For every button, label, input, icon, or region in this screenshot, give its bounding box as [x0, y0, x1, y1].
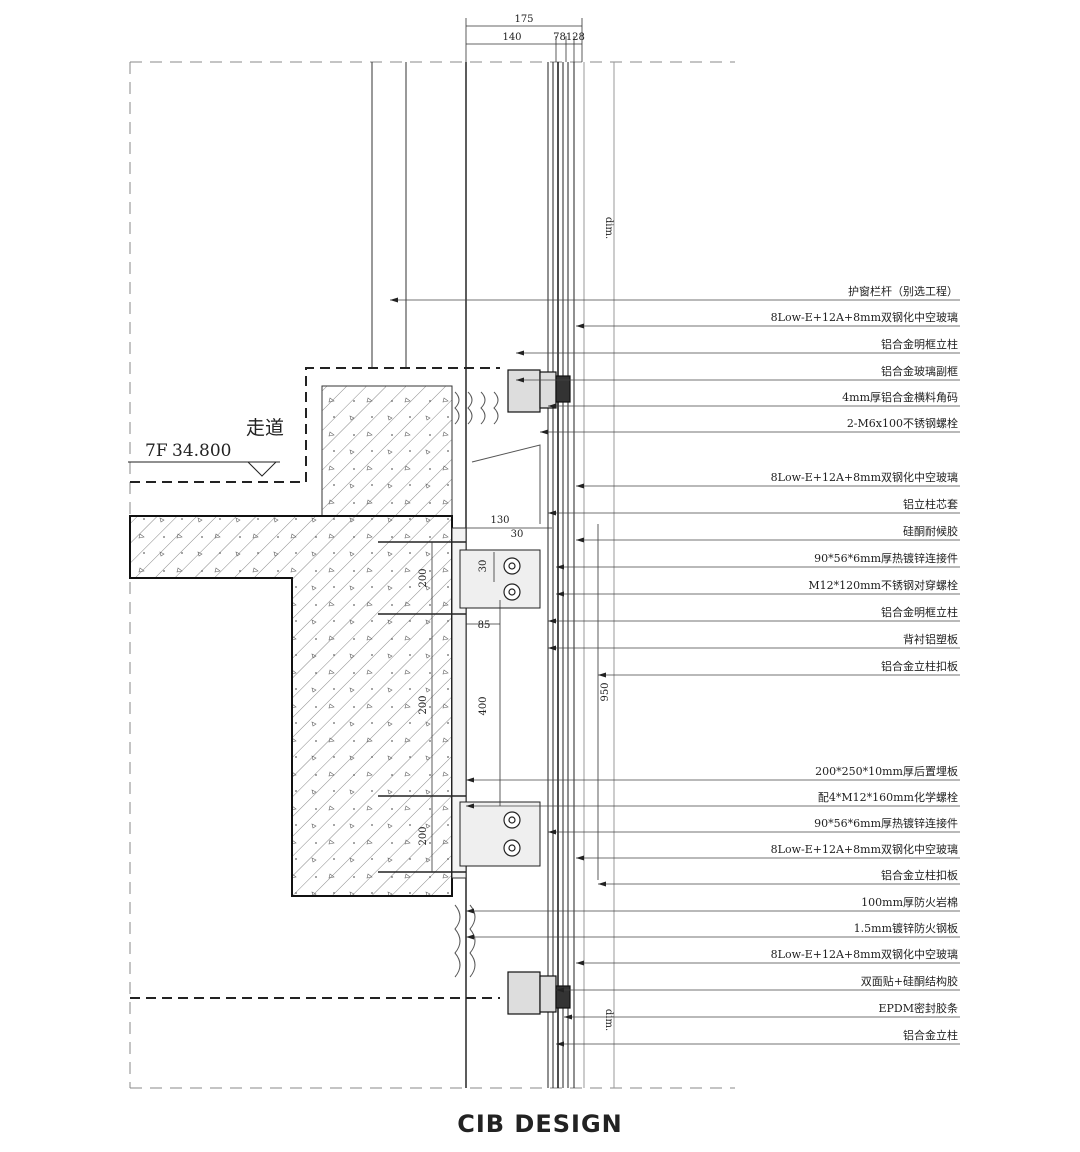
- arrow-icon: [556, 1041, 564, 1047]
- floor-elevation: 34.800: [172, 441, 231, 461]
- brand-logo: CIB DESIGN: [457, 1110, 623, 1138]
- arrow-icon: [564, 1014, 572, 1020]
- concrete-slab: [129, 515, 453, 897]
- floor-dashed-outline: [130, 367, 500, 999]
- arrow-icon: [548, 510, 556, 516]
- dim-85: 85: [478, 620, 491, 631]
- corridor-label: 走道: [246, 417, 284, 439]
- arrow-icon: [516, 350, 524, 356]
- dim-200c: 200: [418, 826, 429, 845]
- dim-top: dim.: [603, 217, 614, 239]
- callout-label: 铝合金立柱扣板: [881, 868, 958, 882]
- dim-30a: 30: [511, 529, 524, 540]
- arrow-icon: [390, 297, 398, 303]
- fire-insulation-upper: [454, 391, 499, 425]
- callout-label: 8Low-E+12A+8mm双钢化中空玻璃: [771, 947, 958, 961]
- bracket-bolts: [503, 557, 521, 857]
- dim-200a: 200: [418, 568, 429, 587]
- callout-label: 铝合金玻璃副框: [881, 364, 958, 378]
- top-dimension-chain: [465, 18, 583, 62]
- drawing-frame: [129, 61, 735, 1089]
- arrow-icon: [466, 803, 474, 809]
- dim-total: 175: [514, 14, 533, 25]
- callout-group: 护窗栏杆（别选工程）8Low-E+12A+8mm双钢化中空玻璃铝合金明框立柱铝合…: [390, 284, 960, 1047]
- callout-label: 铝立柱芯套: [903, 497, 958, 511]
- arrow-icon: [466, 777, 474, 783]
- callout-label: 100mm厚防火岩棉: [861, 895, 958, 909]
- fire-insulation-lower: [454, 904, 476, 978]
- arrow-icon: [576, 855, 584, 861]
- arrow-icon: [548, 645, 556, 651]
- dim-130: 130: [490, 515, 509, 526]
- arrow-icon: [598, 881, 606, 887]
- arrow-icon: [556, 591, 564, 597]
- glazing-section: [547, 62, 615, 1088]
- arrow-icon: [576, 483, 584, 489]
- callout-label: 2-M6x100不锈钢螺栓: [847, 416, 958, 430]
- arrow-icon: [556, 564, 564, 570]
- dim-right: 78128: [553, 32, 585, 43]
- callout-label: 铝合金立柱扣板: [881, 659, 958, 673]
- arrow-icon: [516, 377, 524, 383]
- callout-label: 8Low-E+12A+8mm双钢化中空玻璃: [771, 842, 958, 856]
- arrow-icon: [576, 537, 584, 543]
- steel-brackets: [459, 549, 541, 867]
- callout-label: 铝合金明框立柱: [881, 605, 958, 619]
- callout-label: 90*56*6mm厚热镀锌连接件: [814, 551, 958, 565]
- dim-200b: 200: [418, 695, 429, 714]
- arrow-icon: [466, 934, 474, 940]
- arrow-icon: [548, 403, 556, 409]
- callout-label: 硅酮耐候胶: [903, 524, 958, 538]
- arrow-icon: [556, 987, 564, 993]
- dim-30b: 30: [478, 560, 489, 573]
- arrow-icon: [540, 429, 548, 435]
- callout-label: 200*250*10mm厚后置埋板: [815, 764, 958, 778]
- callout-label: 8Low-E+12A+8mm双钢化中空玻璃: [771, 470, 958, 484]
- callout-label: 90*56*6mm厚热镀锌连接件: [814, 816, 958, 830]
- arrow-icon: [466, 908, 474, 914]
- transom-profiles: [507, 369, 571, 1015]
- callout-label: 铝合金立柱: [903, 1028, 958, 1042]
- dim-400: 400: [478, 696, 489, 715]
- callout-label: 护窗栏杆（别选工程）: [848, 284, 958, 298]
- arrow-icon: [548, 618, 556, 624]
- callout-label: 背衬铝塑板: [903, 632, 958, 646]
- callout-label: EPDM密封胶条: [878, 1001, 958, 1015]
- dim-950: 950: [600, 682, 611, 701]
- arrow-icon: [576, 960, 584, 966]
- arrow-icon: [548, 829, 556, 835]
- flashing: [471, 444, 541, 524]
- callout-label: 4mm厚铝合金横料角码: [842, 390, 958, 404]
- dim-left: 140: [502, 32, 521, 43]
- internal-dimensions: [431, 524, 599, 880]
- arrow-icon: [576, 323, 584, 329]
- callout-label: M12*120mm不锈钢对穿螺栓: [808, 578, 958, 592]
- floor-level: 7F: [145, 441, 168, 461]
- dim-bottom: dim.: [603, 1009, 614, 1031]
- embed-plate: [451, 527, 467, 879]
- callout-label: 配4*M12*160mm化学螺栓: [818, 790, 958, 804]
- callout-label: 双面贴+硅酮结构胶: [861, 974, 958, 988]
- chemical-anchors: [378, 541, 466, 873]
- callout-label: 铝合金明框立柱: [881, 337, 958, 351]
- callout-label: 8Low-E+12A+8mm双钢化中空玻璃: [771, 310, 958, 324]
- callout-label: 1.5mm镀锌防火钢板: [854, 921, 958, 935]
- level-marker-icon: [246, 461, 278, 477]
- arrow-icon: [598, 672, 606, 678]
